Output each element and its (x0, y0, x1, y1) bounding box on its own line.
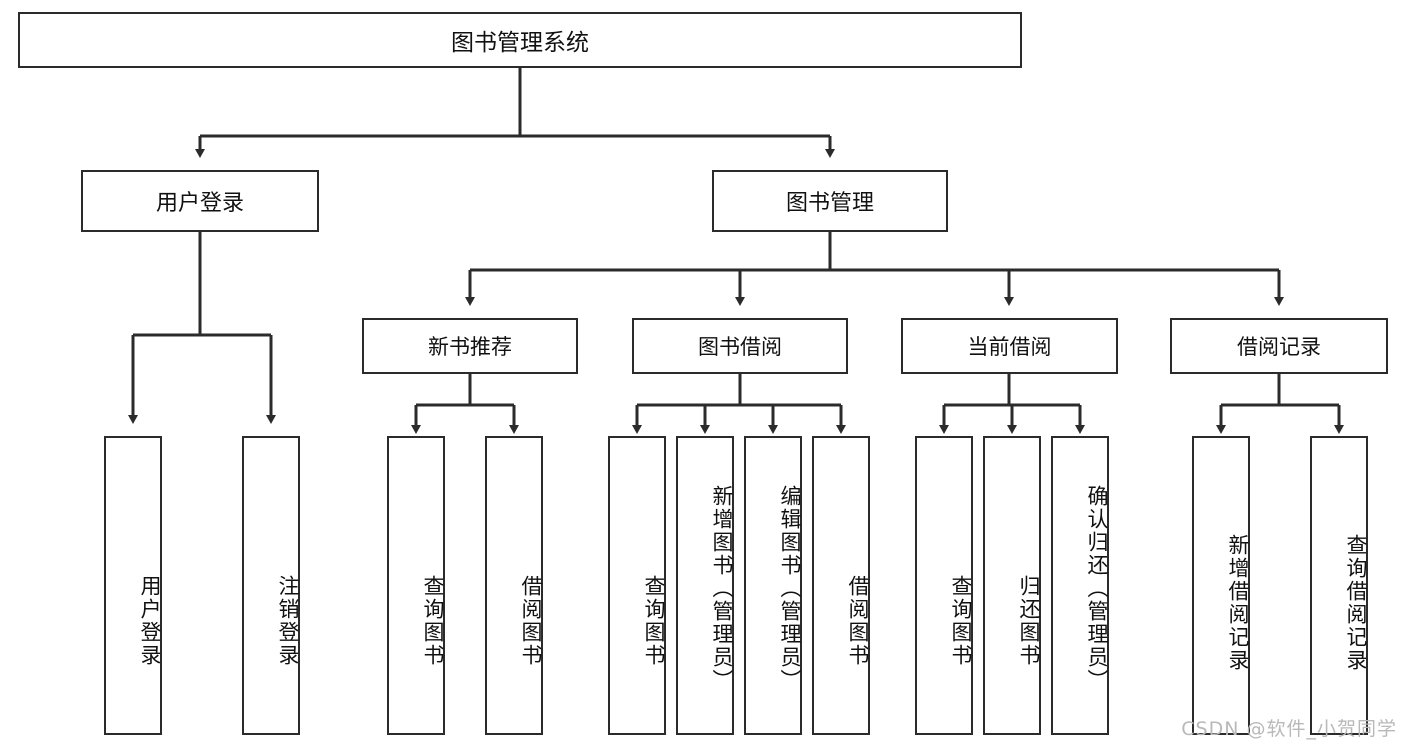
node-leaf-borrow-book-1-label: 借阅图书 (519, 574, 543, 667)
node-borrow-record-label: 借阅记录 (1237, 335, 1321, 359)
node-book-borrow-label: 图书借阅 (698, 335, 782, 359)
node-book-manage-label: 图书管理 (785, 191, 874, 216)
node-leaf-edit-book-label: 编辑图书（管理员） (778, 485, 802, 692)
node-leaf-query-book-2-label: 查询图书 (642, 574, 666, 667)
node-current-borrow-label: 当前借阅 (967, 335, 1052, 359)
node-leaf-borrow-book-1[interactable]: 借阅图书 (485, 436, 543, 735)
node-leaf-query-book-1[interactable]: 查询图书 (387, 436, 445, 735)
node-leaf-add-book-label: 新增图书（管理员） (710, 485, 734, 692)
node-user-login[interactable]: 用户登录 (81, 170, 319, 232)
node-leaf-query-book-3[interactable]: 查询图书 (915, 436, 973, 735)
node-leaf-query-record-label: 查询借阅记录 (1344, 533, 1368, 672)
node-leaf-return-book-label: 归还图书 (1017, 574, 1041, 667)
node-book-manage[interactable]: 图书管理 (712, 170, 948, 232)
node-leaf-confirm-return[interactable]: 确认归还（管理员） (1051, 436, 1109, 735)
node-leaf-add-record-label: 新增借阅记录 (1226, 533, 1250, 672)
node-borrow-record[interactable]: 借阅记录 (1170, 318, 1388, 374)
node-leaf-borrow-book-2-label: 借阅图书 (846, 574, 870, 667)
node-root-label: 图书管理系统 (451, 30, 589, 56)
node-leaf-borrow-book-2[interactable]: 借阅图书 (812, 436, 870, 735)
node-leaf-add-record[interactable]: 新增借阅记录 (1192, 436, 1250, 735)
node-current-borrow[interactable]: 当前借阅 (901, 318, 1118, 374)
node-leaf-query-book-1-label: 查询图书 (421, 574, 445, 667)
node-new-book-recommend-label: 新书推荐 (428, 335, 512, 359)
node-user-login-label: 用户登录 (155, 191, 244, 216)
node-leaf-edit-book[interactable]: 编辑图书（管理员） (744, 436, 802, 735)
node-leaf-confirm-return-label: 确认归还（管理员） (1085, 485, 1109, 692)
node-leaf-user-login-label: 用户登录 (138, 574, 162, 667)
node-leaf-query-book-3-label: 查询图书 (949, 574, 973, 667)
node-book-borrow[interactable]: 图书借阅 (632, 318, 848, 374)
node-new-book-recommend[interactable]: 新书推荐 (362, 318, 578, 374)
node-root[interactable]: 图书管理系统 (18, 12, 1022, 68)
node-leaf-query-record[interactable]: 查询借阅记录 (1310, 436, 1368, 735)
node-leaf-user-logout[interactable]: 注销登录 (242, 436, 300, 735)
node-leaf-user-logout-label: 注销登录 (276, 574, 300, 667)
node-leaf-add-book[interactable]: 新增图书（管理员） (676, 436, 734, 735)
node-leaf-query-book-2[interactable]: 查询图书 (608, 436, 666, 735)
node-leaf-user-login[interactable]: 用户登录 (104, 436, 162, 735)
node-leaf-return-book[interactable]: 归还图书 (983, 436, 1041, 735)
